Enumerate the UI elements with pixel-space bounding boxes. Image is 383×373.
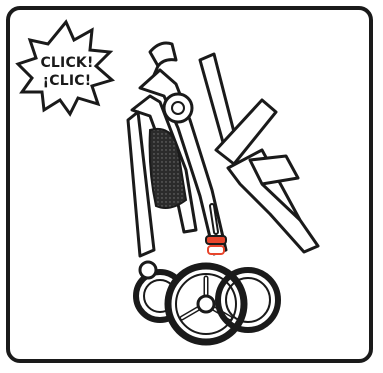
click-label-en: CLICK!: [34, 54, 100, 72]
front-wheel-pair: [218, 270, 278, 330]
stroller-frame: [128, 54, 236, 256]
caster-wheel: [140, 262, 156, 278]
click-callout: CLICK! ¡CLIC!: [34, 54, 100, 90]
seat-fabric: [150, 129, 186, 208]
fold-lock-indicator: [206, 236, 226, 254]
click-label-es: ¡CLIC!: [34, 72, 100, 90]
